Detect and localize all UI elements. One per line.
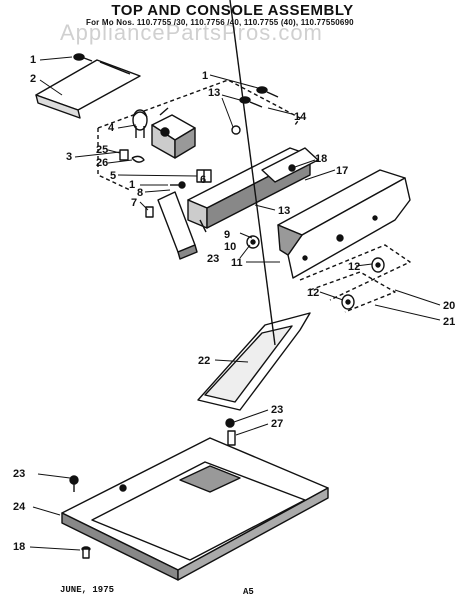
callout-labels: 1 2 3 4 25 26 5 1 8 7 9 10 23 11 1 13 14…: [13, 54, 455, 553]
part-26-clip: [131, 155, 145, 163]
part-1-screw-right: [256, 86, 279, 98]
part-2-rear-panel: [35, 59, 141, 119]
footer-date: JUNE, 1975: [60, 585, 115, 595]
part-22-lint-filter: [197, 0, 311, 411]
page-title: TOP AND CONSOLE ASSEMBLY: [111, 2, 354, 19]
part-23-screw-mid: [225, 418, 235, 428]
part-13-nut: [231, 125, 241, 135]
callout-23-lower: 23: [13, 468, 25, 480]
footer-page: A5: [243, 587, 254, 597]
callout-2: 2: [30, 73, 36, 85]
callout-3: 3: [66, 151, 72, 163]
part-18-foot: [81, 546, 91, 559]
part-12-knob-left: [341, 294, 355, 310]
part-23-screw-lower: [69, 475, 79, 492]
part-7-clip: [145, 206, 154, 218]
callout-18: 18: [315, 153, 327, 165]
timer-motor-block: [151, 107, 196, 159]
callout-18-lower: 18: [13, 541, 25, 553]
callout-7: 7: [131, 197, 137, 209]
part-9-bracket: [157, 191, 198, 260]
callout-1-right: 1: [202, 70, 208, 82]
leader-lines: [29, 56, 441, 551]
callout-12-right: 12: [348, 261, 360, 273]
part-27-pin: [227, 430, 236, 446]
part-8-screw: [170, 181, 186, 189]
callout-13-top: 13: [208, 87, 220, 99]
model-numbers: For Mo Nos. 110.7755 /30, 110.7756 /40, …: [86, 18, 354, 27]
callout-9: 9: [224, 229, 230, 241]
part-1-screw-left: [73, 53, 93, 62]
part-11-console-panel: [277, 169, 411, 279]
callout-12-left: 12: [307, 287, 319, 299]
callout-21: 21: [443, 316, 455, 328]
callout-10: 10: [224, 241, 236, 253]
callout-1-left: 1: [30, 54, 36, 66]
watermark: AppliancePartsPros.com: [60, 20, 323, 45]
callout-11: 11: [231, 257, 243, 269]
callout-26: 26: [96, 157, 108, 169]
callout-6: 6: [200, 174, 206, 186]
callout-22: 22: [198, 355, 210, 367]
part-25-clip: [119, 149, 129, 161]
callout-24: 24: [13, 501, 26, 513]
callout-23-upper: 23: [207, 253, 219, 265]
part-24-top-panel: [61, 437, 329, 581]
callout-27: 27: [271, 418, 283, 430]
part-10-screw: [199, 219, 207, 233]
part-6-switch: [196, 169, 212, 183]
callout-13-lower: 13: [278, 205, 290, 217]
callout-23-mid: 23: [271, 404, 283, 416]
callout-4: 4: [108, 122, 115, 134]
callout-5: 5: [110, 170, 116, 182]
callout-20: 20: [443, 300, 455, 312]
callout-8: 8: [137, 187, 143, 199]
callout-1-mid: 1: [129, 179, 135, 191]
part-17-bracket: [261, 147, 319, 183]
callout-25: 25: [96, 144, 108, 156]
callout-17: 17: [336, 165, 348, 177]
part-4-switch: [132, 109, 148, 138]
part-12-knob-right: [371, 257, 385, 273]
callout-14: 14: [294, 111, 307, 123]
